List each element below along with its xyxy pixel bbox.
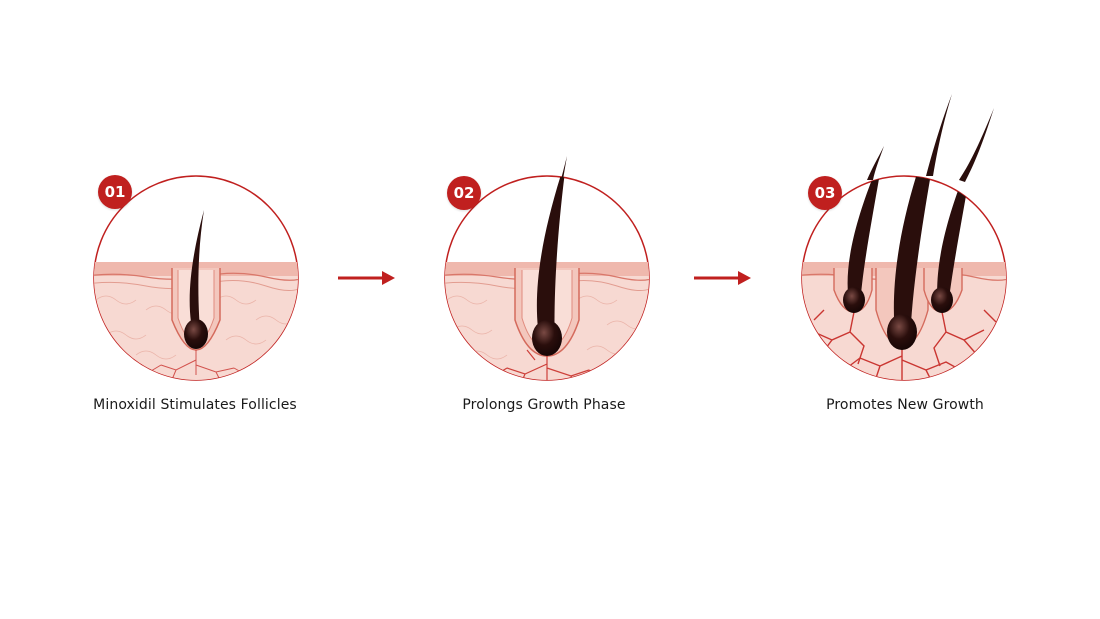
- step-3-follicle-illustration: [801, 94, 1007, 381]
- arrow-right-icon: [694, 271, 751, 285]
- step-2-caption: Prolongs Growth Phase: [462, 397, 626, 413]
- arrow-right-icon: [338, 271, 395, 285]
- step-2-badge: 02: [447, 176, 481, 210]
- step-3-caption: Promotes New Growth: [826, 397, 984, 413]
- step-3: 03: [784, 94, 1024, 420]
- step-1-follicle-illustration: [93, 175, 299, 381]
- step-2: 02: [427, 156, 667, 420]
- step-1: 01: [76, 160, 316, 420]
- step-1-caption: Minoxidil Stimulates Follicles: [93, 397, 297, 413]
- step-2-follicle-illustration: [444, 156, 650, 381]
- step-1-badge: 01: [98, 175, 132, 209]
- step-3-badge: 03: [808, 176, 842, 210]
